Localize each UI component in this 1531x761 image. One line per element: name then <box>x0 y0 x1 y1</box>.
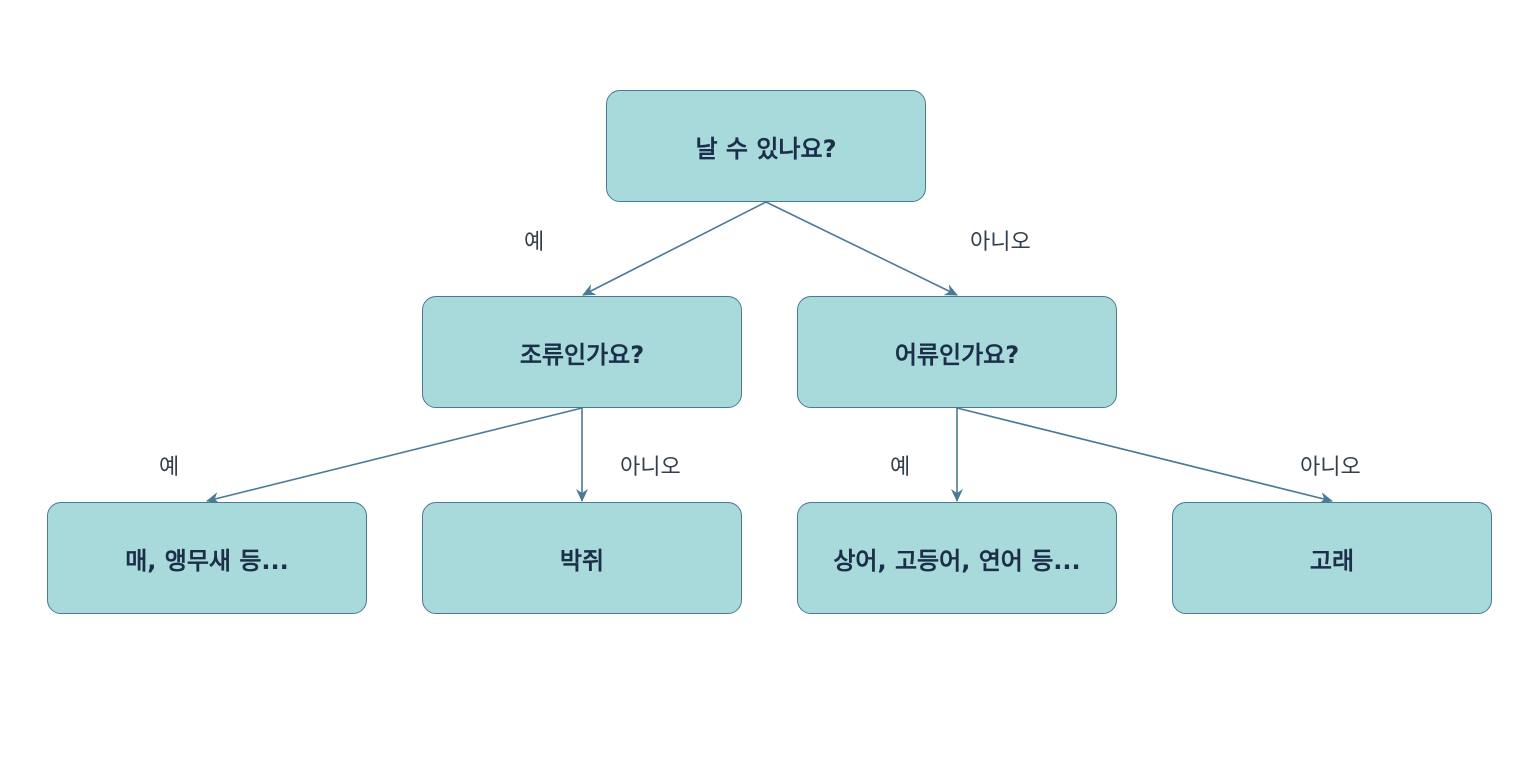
node-bird-examples: 매, 앵무새 등... <box>47 502 367 614</box>
node-can-fly: 날 수 있나요? <box>606 90 926 202</box>
edge-label-fish-no: 아니오 <box>1300 455 1361 480</box>
node-is-fish: 어류인가요? <box>797 296 1117 408</box>
node-fish-examples: 상어, 고등어, 연어 등... <box>797 502 1117 614</box>
edge-label-root-yes: 예 <box>524 230 545 255</box>
node-is-bird: 조류인가요? <box>422 296 742 408</box>
edge-bird-to-bird-yes <box>206 407 583 504</box>
node-bat: 박쥐 <box>422 502 742 614</box>
node-whale: 고래 <box>1172 502 1492 614</box>
edge-fish-to-fish-no <box>956 407 1333 504</box>
edge-label-bird-no: 아니오 <box>620 455 681 480</box>
edge-label-bird-yes: 예 <box>159 455 180 480</box>
edge-label-root-no: 아니오 <box>970 230 1031 255</box>
edge-root-to-fish <box>765 201 958 296</box>
edge-root-to-bird <box>582 201 767 296</box>
edge-label-fish-yes: 예 <box>890 455 911 480</box>
